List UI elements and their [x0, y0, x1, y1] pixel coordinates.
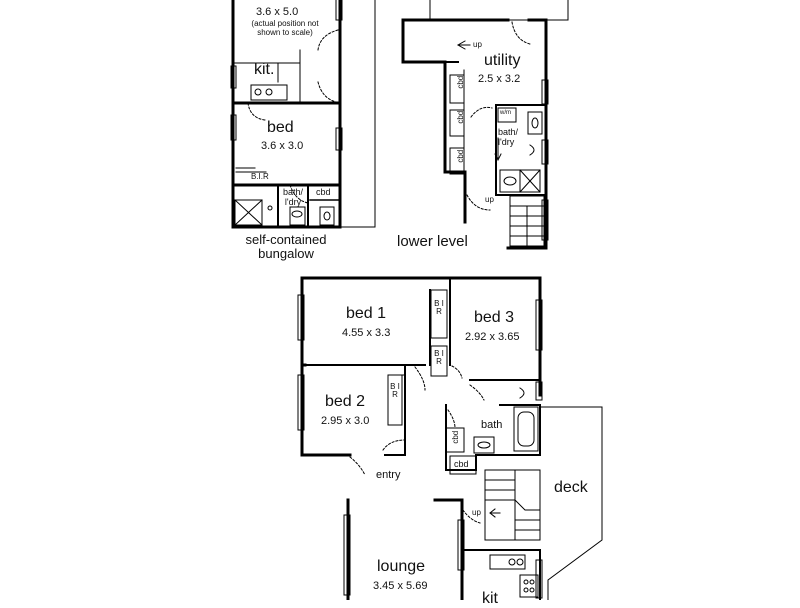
bungalow-walls [231, 0, 342, 229]
bungalow-position-note: (actual position not shown to scale) [251, 19, 319, 37]
lower-fixtures [495, 107, 545, 247]
bungalow-cbd-label: cbd [316, 187, 331, 197]
bir-label-1: B I R [434, 299, 444, 317]
lower-windows [541, 79, 549, 241]
main-windows [297, 294, 543, 599]
lower-cbd-1: cbd [455, 75, 465, 89]
lower-doors [466, 21, 531, 211]
lower-cbd-2: cbd [455, 110, 465, 124]
lower-walls [401, 18, 548, 250]
deck-outline [539, 406, 603, 600]
bed2-label: bed 2 [325, 393, 366, 410]
lower-up-label-top: up [473, 40, 482, 49]
main-bir [387, 289, 448, 426]
bungalow-bed-dims: 3.6 x 3.0 [261, 140, 304, 152]
bir-label-2: B I R [434, 349, 444, 367]
main-cbd-1: cbd [450, 430, 460, 444]
lower-bath-label: bath/ l'dry [498, 127, 519, 147]
lower-level-title: lower level [397, 233, 468, 250]
bungalow-bed-label: bed [267, 119, 294, 136]
bungalow-bir-label: B.I.R [251, 172, 269, 181]
lower-utility-dims: 2.5 x 3.2 [478, 73, 521, 85]
bungalow-bath-label: bath/ l'dry [282, 187, 304, 207]
bungalow-windows [230, 0, 343, 151]
main-cbd-2: cbd [454, 459, 469, 469]
deck-label: deck [554, 479, 588, 496]
main-walls [300, 276, 542, 600]
main-doors [349, 365, 485, 524]
bungalow-fixtures [234, 84, 335, 226]
entry-label: entry [376, 469, 401, 481]
main-fixtures [445, 387, 541, 598]
bungalow-kit-label: kit. [254, 61, 275, 78]
lower-utility-label: utility [484, 52, 521, 69]
lounge-label: lounge [377, 558, 426, 575]
main-kit-label: kit [482, 590, 498, 607]
bungalow-caption: self-contained bungalow [245, 232, 327, 262]
bed3-dims: 2.92 x 3.65 [465, 331, 520, 343]
bungalow-room-dims: 3.6 x 5.0 [256, 6, 299, 18]
lounge-dims: 3.45 x 5.69 [373, 580, 428, 592]
bed1-label: bed 1 [346, 305, 387, 322]
bir-label-3: B I R [390, 382, 400, 400]
bed1-dims: 4.55 x 3.3 [342, 327, 391, 339]
bed3-label: bed 3 [474, 309, 515, 326]
main-up-label: up [472, 508, 481, 517]
lower-wm-label: w/m [500, 110, 511, 116]
lower-cupboards [449, 69, 465, 181]
lower-up-label-bottom: up [485, 195, 494, 204]
bungalow-doors [247, 29, 339, 204]
lower-cbd-3: cbd [455, 149, 465, 163]
main-bath-label: bath [481, 419, 503, 431]
bed2-dims: 2.95 x 3.0 [321, 415, 370, 427]
